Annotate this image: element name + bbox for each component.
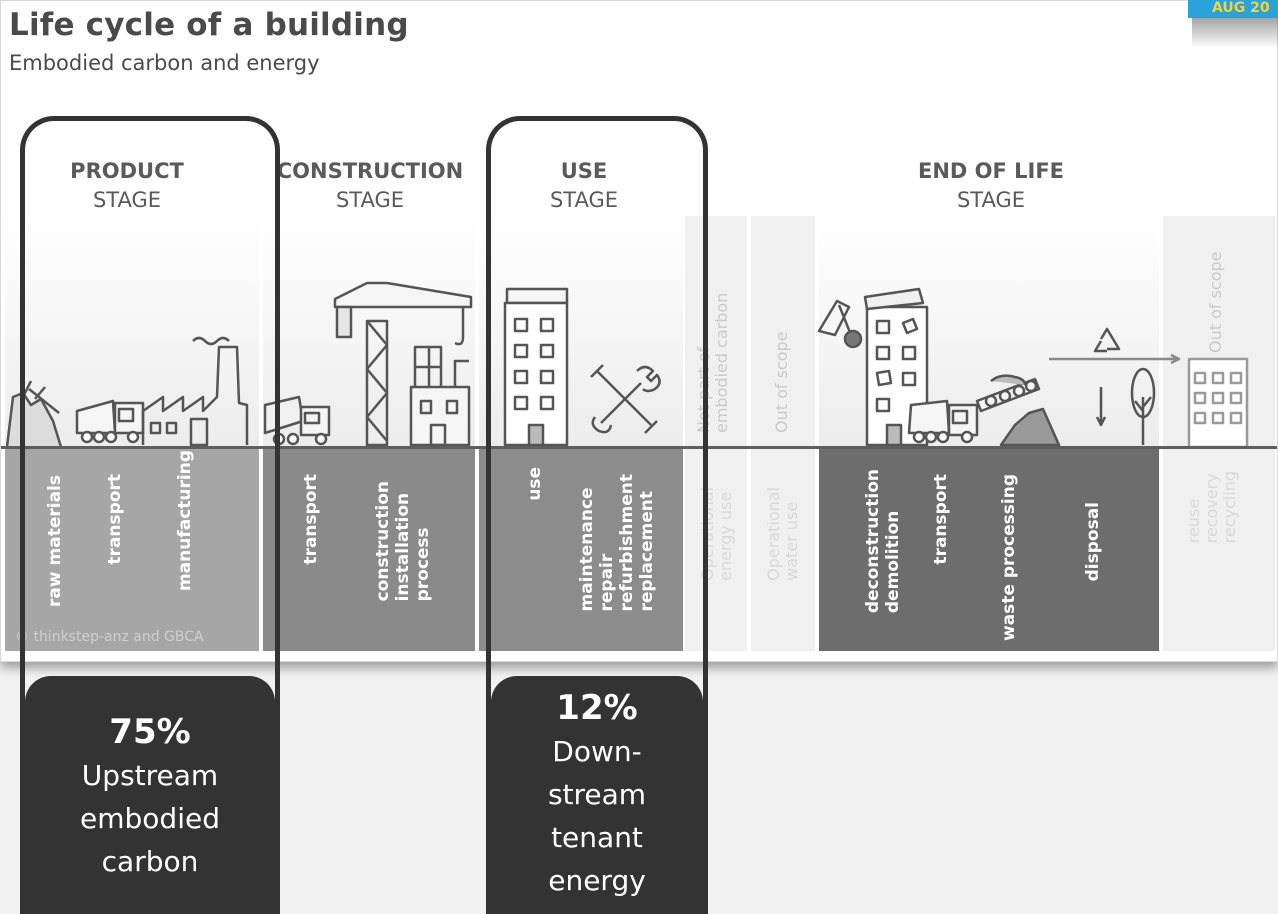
dump-truck-icon: [75, 399, 145, 444]
panel-construction: transport construction installation proc…: [263, 449, 475, 651]
panel-label: reuse recovery recycling: [1184, 470, 1239, 543]
office-building-icon: [503, 287, 569, 447]
panel-operational-energy: Operational energy use: [685, 449, 747, 651]
panel-operational-water: Operational water use: [751, 449, 815, 651]
arrow-icon: [1049, 353, 1181, 427]
stage-heading-end-of-life: END OF LIFE STAGE: [881, 157, 1101, 215]
stage-heading-bold: CONSTRUCTION: [276, 159, 464, 183]
badge-shadow: [1192, 18, 1278, 48]
building-construction-icon: [409, 345, 471, 447]
result-percent: 12%: [556, 688, 638, 728]
conveyor-waste-icon: [975, 374, 1061, 447]
stage-heading-regular: STAGE: [92, 188, 162, 212]
upstream-carbon-result: 75% Upstream embodied carbon: [25, 676, 275, 914]
wrench-screwdriver-icon: [590, 364, 661, 434]
stage-heading-construction: CONSTRUCTION STAGE: [269, 157, 471, 215]
product-stage-highlight: [20, 116, 280, 914]
downstream-energy-result: 12% Down- stream tenant energy: [491, 676, 703, 914]
factory-icon: [141, 336, 249, 447]
diagram-subtitle: Embodied carbon and energy: [9, 51, 320, 75]
stage-heading-regular: STAGE: [549, 188, 619, 212]
operational-energy-bg: [685, 216, 747, 448]
result-line: Down-: [552, 735, 642, 768]
result-line: embodied: [80, 802, 220, 835]
stage-heading-bold: USE: [560, 159, 608, 183]
lifecycle-illustrations: [5, 281, 1249, 479]
diagram-title: Life cycle of a building: [9, 7, 409, 43]
panel-label: disposal: [1083, 501, 1103, 581]
panel-label: transport: [301, 474, 321, 565]
tree-icon: [1130, 367, 1156, 445]
concrete-mixer-icon: [263, 395, 331, 446]
diagram-card: Life cycle of a building Embodied carbon…: [0, 0, 1278, 662]
date-badge: AUG 20: [1188, 0, 1278, 18]
result-line: carbon: [101, 845, 199, 878]
panel-label: Operational water use: [764, 487, 801, 581]
result-line: energy: [548, 864, 646, 897]
panel-label: waste processing: [999, 473, 1019, 641]
ground-line: [1, 446, 1277, 449]
use-stage-highlight: [486, 116, 708, 914]
stage-heading-bold: PRODUCT: [70, 159, 184, 183]
result-line: Upstream: [81, 759, 219, 792]
dump-truck-icon: [907, 399, 979, 444]
stage-heading-regular: STAGE: [335, 188, 405, 212]
panel-label: construction installation process: [373, 480, 433, 601]
result-line: tenant: [551, 821, 643, 854]
recycle-icon: [1093, 327, 1121, 353]
stage-heading-bold: END OF LIFE: [917, 159, 1065, 183]
stage-heading-product: PRODUCT STAGE: [27, 157, 227, 215]
result-percent: 75%: [109, 712, 191, 752]
panel-end-of-life: deconstruction demolition transport wast…: [819, 449, 1159, 651]
crane-icon: [333, 281, 473, 447]
stage-heading-use: USE STAGE: [503, 157, 665, 215]
panel-beyond: reuse recovery recycling: [1163, 449, 1275, 651]
operational-water-bg: [751, 216, 815, 448]
result-line: stream: [547, 778, 647, 811]
panel-label: transport: [931, 474, 951, 565]
credit-text: © thinkstep-anz and GBCA: [15, 629, 204, 645]
panel-label: deconstruction demolition: [863, 468, 903, 613]
stage-heading-regular: STAGE: [956, 188, 1026, 212]
reuse-building-icon: [1187, 357, 1249, 449]
panel-use: use maintenance repair refurbishment rep…: [479, 449, 683, 651]
panel-product: raw materials transport manufacturing: [5, 449, 259, 651]
